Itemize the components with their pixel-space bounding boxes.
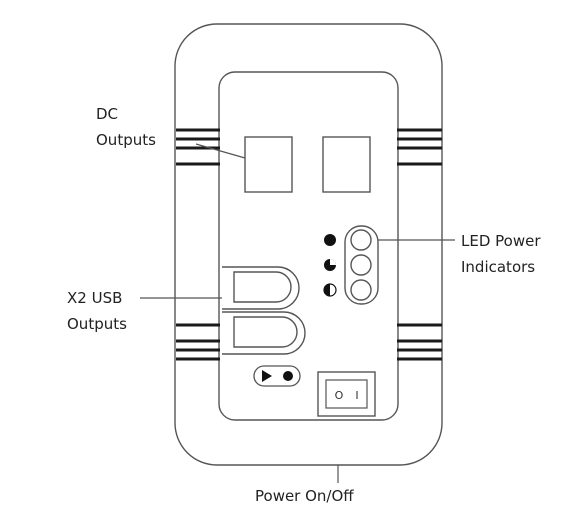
led-indicators-label-line2: Indicators — [461, 258, 536, 276]
switch-on-symbol: I — [355, 389, 358, 402]
led-indicators-label-line1: LED Power — [461, 232, 541, 250]
three-quarter-moon-icon — [324, 259, 336, 271]
dc-outputs-label-line2: Outputs — [96, 131, 156, 149]
usb-port-top — [222, 266, 300, 310]
outer-casing — [174, 23, 443, 466]
left-band-top — [176, 128, 220, 166]
left-band-bottom — [176, 323, 220, 361]
usb-outputs-label-line2: Outputs — [67, 315, 127, 333]
power-switch-label: Power On/Off — [255, 483, 354, 509]
dc-outputs-label-line1: DC — [96, 105, 119, 123]
dc-outputs-label: DC Outputs — [96, 101, 156, 153]
full-circle-icon — [324, 234, 336, 246]
half-moon-icon — [323, 283, 337, 297]
usb-outputs-label: X2 USB Outputs — [67, 285, 127, 337]
dc-port-left — [244, 136, 293, 193]
inner-panel — [218, 71, 399, 421]
led-indicator-stack — [344, 225, 379, 305]
right-band-bottom — [397, 323, 442, 361]
power-switch[interactable]: O I — [317, 371, 376, 417]
usb-outputs-label-line1: X2 USB — [67, 289, 123, 307]
dc-port-right — [322, 136, 371, 193]
led-indicators-label: LED Power Indicators — [461, 228, 541, 280]
right-band-top — [397, 128, 442, 166]
dc-leader-line — [195, 143, 246, 159]
play-record-icon — [253, 365, 301, 387]
usb-port-bottom — [222, 311, 306, 355]
switch-off-symbol: O — [335, 389, 344, 402]
power-switch-label-text: Power On/Off — [255, 487, 354, 505]
